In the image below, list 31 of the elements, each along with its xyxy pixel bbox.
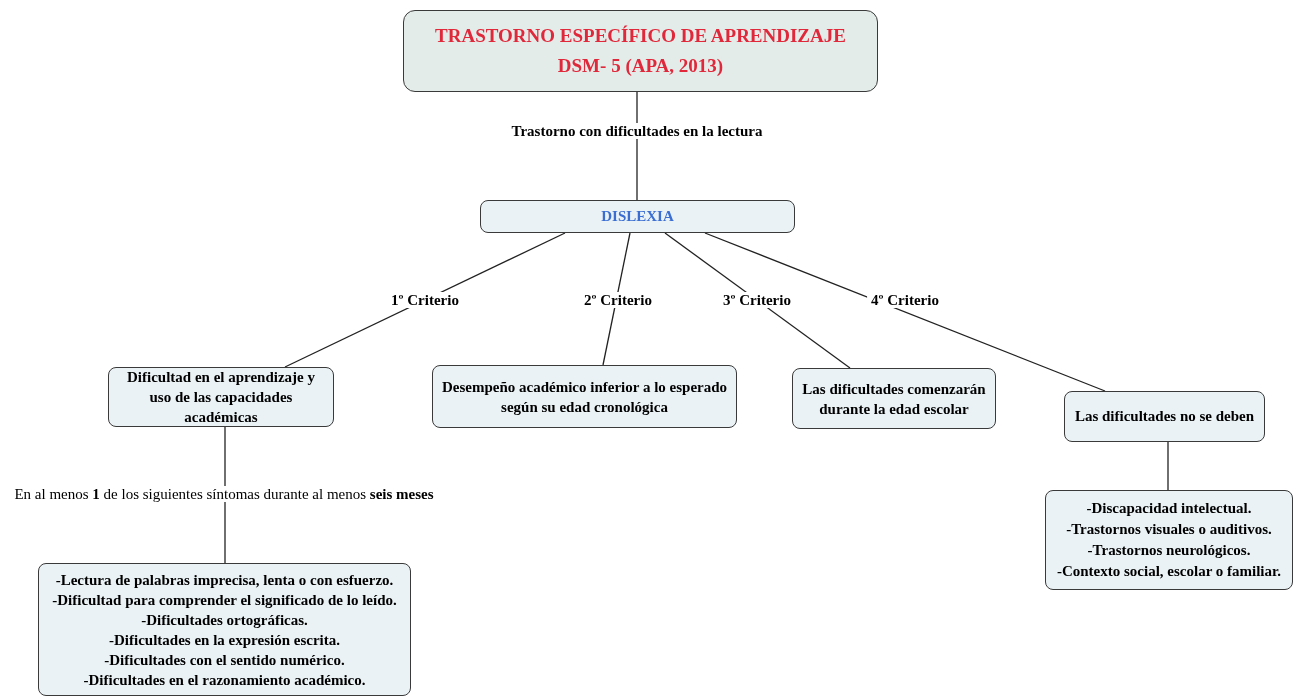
connector-line	[284, 232, 566, 368]
box-text: TRASTORNO ESPECÍFICO DE APRENDIZAJE	[435, 24, 846, 48]
concept-box	[480, 200, 795, 233]
connector-line	[664, 232, 851, 369]
box-text: -Dificultades con el sentido numérico.	[104, 650, 345, 670]
concept-box	[432, 365, 737, 428]
box-text: Las dificultades no se deben	[1074, 407, 1255, 427]
connector-line	[602, 232, 631, 366]
box-text: -Lectura de palabras imprecisa, lenta o con esfuerzo.	[55, 570, 394, 590]
box-text: -Contexto social, escolar o familiar.	[1056, 562, 1282, 581]
box-text: Dificultad en el aprendizaje y uso de las capacidades académicas	[125, 368, 316, 427]
box-text: -Discapacidad intelectual.	[1086, 499, 1252, 518]
connector-line	[704, 232, 1106, 392]
box-text: Desempeño académico inferior a lo esperado según su edad cronológica	[441, 377, 728, 417]
concept-box	[38, 563, 411, 696]
concept-box	[403, 10, 878, 92]
box-text: -Dificultades en el razonamiento académico.	[83, 670, 366, 690]
concept-box	[108, 367, 334, 427]
connector-line	[1167, 441, 1169, 491]
concept-box	[792, 368, 996, 429]
box-text: -Dificultades en la expresión escrita.	[109, 630, 340, 650]
box-text: Las dificultades comenzarán durante la edad escolar	[801, 379, 987, 419]
box-text: -Trastornos neurológicos.	[1087, 541, 1251, 560]
box-text: DSM- 5 (APA, 2013)	[557, 54, 724, 78]
box-text: -Dificultad para comprender el significado de lo leído.	[52, 590, 397, 610]
box-text: -Trastornos visuales o auditivos.	[1066, 520, 1272, 539]
box-text: -Dificultades ortográficas.	[141, 610, 308, 630]
box-text: DISLEXIA	[601, 207, 674, 227]
concept-box	[1064, 391, 1265, 442]
concept-box	[1045, 490, 1293, 590]
connector-line	[224, 426, 226, 564]
